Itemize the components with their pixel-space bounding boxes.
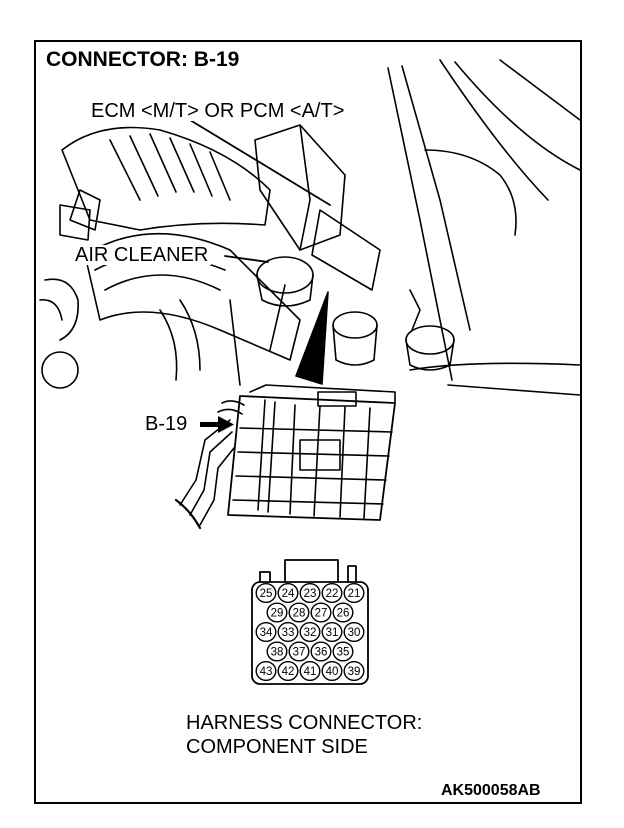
pin-number: 34 xyxy=(260,627,273,639)
pin-circle xyxy=(277,661,299,682)
pin-number: 36 xyxy=(315,647,328,659)
connector-closeup xyxy=(174,384,396,530)
pin-number: 26 xyxy=(337,608,350,620)
pin-circle xyxy=(321,661,343,682)
pin-circle xyxy=(310,602,332,623)
ecm-label: ECM <M/T> OR PCM <A/T> xyxy=(88,101,348,121)
leader-lines xyxy=(189,119,331,263)
pin-circle xyxy=(321,622,343,643)
engine-cover xyxy=(59,126,271,241)
pin-circle xyxy=(266,602,288,623)
pin-circle xyxy=(299,661,321,682)
pin-circle xyxy=(277,583,299,604)
pin-number: 21 xyxy=(348,588,361,600)
pin-circle xyxy=(255,661,277,682)
pin-number: 35 xyxy=(337,647,350,659)
pin-number: 43 xyxy=(260,666,273,678)
pin-circle xyxy=(343,661,365,682)
pin-number: 37 xyxy=(293,647,306,659)
pin-number: 22 xyxy=(326,588,339,600)
pin-circle xyxy=(343,622,365,643)
figure-code: AK500058AB xyxy=(441,782,541,799)
pin-circle xyxy=(332,641,354,662)
b19-arrow xyxy=(200,416,234,433)
pin-circle xyxy=(277,622,299,643)
pin-number: 27 xyxy=(315,608,328,620)
pin-number: 41 xyxy=(304,666,317,678)
pin-circle xyxy=(288,641,310,662)
pin-number: 33 xyxy=(282,627,295,639)
pin-face-outline xyxy=(251,559,369,685)
pin-number: 32 xyxy=(304,627,317,639)
pin-number: 31 xyxy=(326,627,339,639)
harness-caption: HARNESS CONNECTOR: COMPONENT SIDE xyxy=(186,712,423,759)
pin-circle xyxy=(266,641,288,662)
connector-title: CONNECTOR: B-19 xyxy=(46,48,240,71)
pin-number: 42 xyxy=(282,666,295,678)
pin-number: 39 xyxy=(348,666,361,678)
pin-number: 23 xyxy=(304,588,317,600)
pin-number: 25 xyxy=(260,588,273,600)
pin-number: 38 xyxy=(271,647,284,659)
body-panel-lines xyxy=(387,59,581,396)
pin-circle xyxy=(332,602,354,623)
pin-number: 29 xyxy=(271,608,284,620)
pin-number: 28 xyxy=(293,608,306,620)
left-components xyxy=(39,278,455,389)
pin-circle xyxy=(288,602,310,623)
pin-circle xyxy=(299,622,321,643)
pin-circle xyxy=(255,622,277,643)
pin-number: 24 xyxy=(282,588,295,600)
ecm-unit xyxy=(254,124,381,366)
pin-number: 30 xyxy=(348,627,361,639)
pointer-wedge xyxy=(295,291,329,385)
pin-circle xyxy=(321,583,343,604)
pin-number: 40 xyxy=(326,666,339,678)
air-cleaner-label: AIR CLEANER xyxy=(72,245,212,265)
pin-circle xyxy=(343,583,365,604)
connector-id-label: B-19 xyxy=(143,413,190,435)
pin-circle xyxy=(299,583,321,604)
pin-circle xyxy=(255,583,277,604)
pin-circle xyxy=(310,641,332,662)
